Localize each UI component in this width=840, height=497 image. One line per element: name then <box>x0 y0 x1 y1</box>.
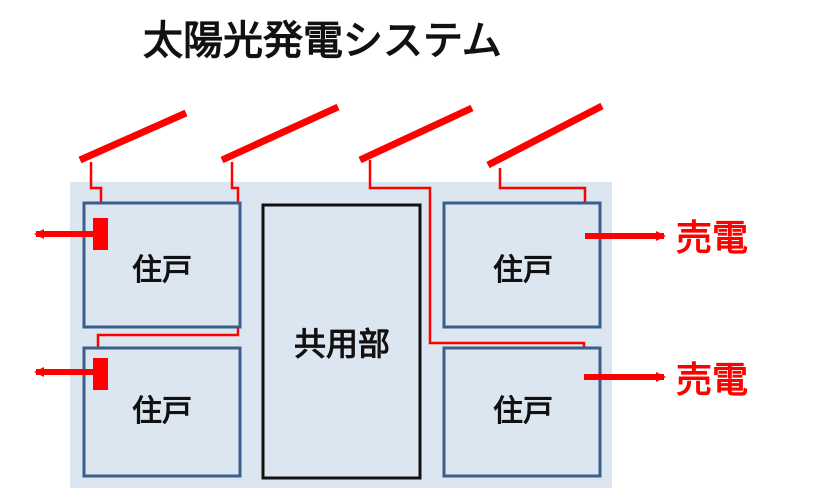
unit-box-bottom-left <box>82 346 242 478</box>
solar-panel-3 <box>358 104 474 164</box>
unit-box-top-left <box>82 201 242 329</box>
unit-label-bottom-right: 住戸 <box>493 394 553 429</box>
unit-label-bottom-left: 住戸 <box>132 394 192 429</box>
diagram-title: 太陽光発電システム <box>143 18 502 64</box>
solar-panel-2 <box>220 103 340 164</box>
sell-label-top: 売電 <box>676 218 748 259</box>
meter-bottom-left <box>93 358 108 390</box>
solar-panel-4 <box>486 102 604 169</box>
unit-label-top-right: 住戸 <box>493 253 553 288</box>
sell-label-bottom: 売電 <box>676 360 748 401</box>
solar-panel-1 <box>78 109 188 164</box>
unit-box-bottom-right <box>442 346 602 478</box>
unit-label-top-left: 住戸 <box>132 253 192 288</box>
common-area-label: 共用部 <box>294 325 390 363</box>
common-area-box <box>261 203 422 480</box>
solar-panels <box>78 102 604 169</box>
meter-top-left <box>93 218 108 250</box>
unit-box-top-right <box>442 201 602 329</box>
